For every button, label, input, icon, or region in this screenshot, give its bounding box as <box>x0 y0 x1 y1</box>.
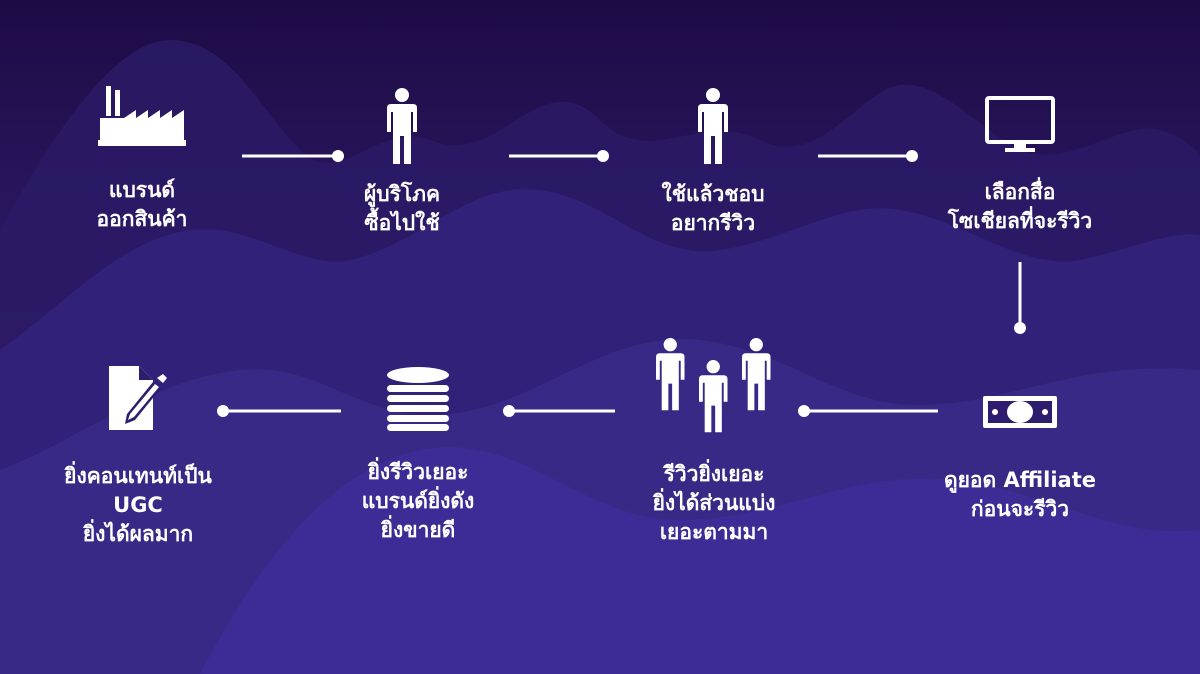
step-label-line: ยิ่งขายดี <box>380 518 456 542</box>
coin-stack-icon <box>387 367 449 431</box>
connector-3 <box>818 150 918 162</box>
step-label-line: ดูยอด Affiliate <box>943 468 1097 492</box>
step-review-share: รีวิวยิ่งเยอะ ยิ่งได้ส่วนแบ่ง เยอะตามมา <box>594 338 834 547</box>
step-label-line: ยิ่งรีวิวเยอะ <box>367 460 469 484</box>
step-choose-social: เลือกสื่อ โซเชียลที่จะรีวิว <box>900 96 1140 236</box>
step-brand-launch: แบรนด์ ออกสินค้า <box>22 84 262 234</box>
monitor-icon <box>985 96 1055 152</box>
step-label-line: ซื้อไปใช้ <box>364 211 440 235</box>
step-label-line: ใช้แล้วชอบ <box>661 182 765 206</box>
step-label-line: อยากรีวิว <box>670 211 756 235</box>
step-ugc-content: ยิ่งคอนเทนท์เป็น UGC ยิ่งได้ผลมาก <box>18 364 258 549</box>
step-label-line: ยิ่งได้ผลมาก <box>82 522 194 546</box>
step-label-line: เยอะตามมา <box>659 520 769 544</box>
step-label-line: ก่อนจะรีวิว <box>970 497 1070 521</box>
step-label-line: รีวิวยิ่งเยอะ <box>663 462 765 486</box>
money-bill-icon <box>983 396 1057 428</box>
step-check-affiliate: ดูยอด Affiliate ก่อนจะรีวิว <box>900 394 1140 524</box>
person-icon <box>698 88 728 164</box>
step-label-line: แบรนด์ <box>108 178 176 202</box>
factory-icon <box>98 86 186 146</box>
step-label-line: แบรนด์ยิ่งดัง <box>361 489 475 513</box>
people-group-icon <box>656 338 771 433</box>
step-label-line: ยิ่งคอนเทนท์เป็น <box>64 464 212 488</box>
step-consumer-buy: ผู้บริโภค ซื้อไปใช้ <box>282 88 522 238</box>
step-label-line: โซเชียลที่จะรีวิว <box>947 209 1093 233</box>
connector-6 <box>503 405 615 417</box>
connector-4 <box>1014 262 1026 334</box>
connector-2 <box>509 150 609 162</box>
step-brand-famous: ยิ่งรีวิวเยอะ แบรนด์ยิ่งดัง ยิ่งขายดี <box>298 366 538 545</box>
step-label-line: UGC <box>113 493 163 517</box>
document-edit-icon <box>109 366 167 430</box>
connector-1 <box>242 150 344 162</box>
step-label-line: ผู้บริโภค <box>363 182 441 206</box>
step-label-line: ยิ่งได้ส่วนแบ่ง <box>652 491 776 515</box>
connector-5 <box>798 405 938 417</box>
person-icon <box>387 88 417 164</box>
step-label-line: ออกสินค้า <box>96 207 188 231</box>
step-like-review: ใช้แล้วชอบ อยากรีวิว <box>593 88 833 238</box>
connector-7 <box>217 405 341 417</box>
step-label-line: เลือกสื่อ <box>984 180 1056 204</box>
